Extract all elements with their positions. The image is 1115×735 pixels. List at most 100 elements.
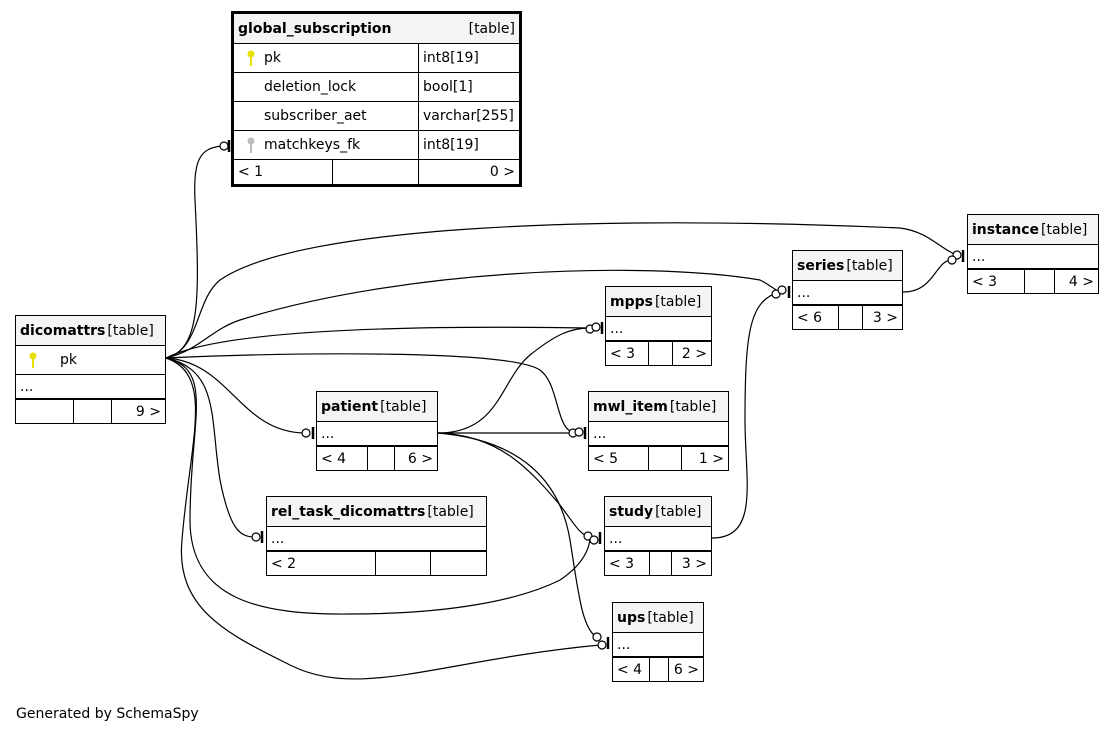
table-tag: [table] — [669, 398, 717, 415]
table-mpps[interactable]: mpps [table] ... < 3 2 > — [605, 286, 712, 366]
column-row[interactable]: subscriber_aet varchar[255] — [234, 102, 519, 131]
table-name: dicomattrs — [20, 322, 106, 339]
footer-mid — [375, 552, 430, 575]
footer-mid — [649, 552, 671, 575]
table-series[interactable]: series [table] ... < 6 3 > — [792, 250, 903, 330]
column-row[interactable]: pk int8[19] — [234, 44, 519, 73]
edge-dicomattrs-mwl_item — [165, 353, 576, 434]
table-tag: [table] — [654, 293, 702, 310]
edge-dicomattrs-rel_task — [165, 357, 256, 538]
table-footer: < 3 3 > — [605, 551, 711, 575]
column-type: int8[19] — [418, 131, 483, 159]
table-rel_task_dicomattrs[interactable]: rel_task_dicomattrs [table] ... < 2 — [266, 496, 487, 576]
table-header: dicomattrs [table] — [16, 316, 165, 346]
table-name: rel_task_dicomattrs — [271, 503, 426, 520]
footer-mid — [648, 447, 681, 470]
column-name-cell: deletion_lock — [234, 73, 418, 101]
edge-dicomattrs-mpps — [165, 326, 591, 359]
edge-series-instance — [902, 259, 953, 293]
footer-mid — [649, 658, 668, 681]
footer-mid — [648, 342, 672, 365]
table-header: global_subscription [table] — [234, 14, 519, 44]
edge-dicomattrs-global_subscription — [165, 145, 223, 359]
table-instance[interactable]: instance [table] ... < 3 4 > — [967, 214, 1099, 294]
parents-count[interactable]: < 6 — [797, 309, 823, 326]
table-global_subscription[interactable]: global_subscription [table] pk int8[19] … — [231, 11, 522, 187]
column-name: deletion_lock — [264, 79, 357, 95]
parents-count[interactable]: < 1 — [238, 164, 264, 180]
children-count[interactable]: 4 > — [1054, 270, 1098, 293]
table-header: ups [table] — [613, 603, 703, 633]
table-name: ups — [617, 609, 646, 626]
more-columns: ... — [613, 633, 703, 657]
children-count[interactable]: 3 > — [671, 552, 711, 575]
ellipsis: ... — [617, 636, 631, 653]
children-count[interactable]: 9 > — [111, 400, 165, 423]
more-columns: ... — [606, 317, 711, 341]
footer-mid — [838, 306, 862, 329]
column-row[interactable]: pk — [16, 346, 165, 375]
table-header: patient [table] — [317, 392, 437, 422]
parents-count[interactable]: < 4 — [321, 450, 347, 467]
ellipsis: ... — [20, 378, 34, 395]
table-footer: < 3 4 > — [968, 269, 1098, 293]
table-footer: < 6 3 > — [793, 305, 902, 329]
parents-count[interactable]: < 2 — [271, 555, 297, 572]
column-name: pk — [60, 352, 77, 368]
footer-mid — [332, 160, 418, 184]
parents-count[interactable]: < 3 — [609, 555, 635, 572]
table-tag: [table] — [107, 322, 154, 339]
table-header: mwl_item [table] — [589, 392, 728, 422]
table-name: study — [609, 503, 654, 520]
parents-count[interactable]: < 4 — [617, 661, 643, 678]
table-tag: [table] — [1041, 221, 1088, 238]
table-tag: [table] — [380, 398, 427, 415]
edge-dicomattrs-ups — [165, 357, 601, 680]
children-count[interactable]: 6 > — [668, 658, 703, 681]
table-dicomattrs[interactable]: dicomattrs [table] pk ... 9 > — [15, 315, 166, 424]
table-footer: < 3 2 > — [606, 341, 711, 365]
table-header: instance [table] — [968, 215, 1098, 245]
ellipsis: ... — [271, 530, 285, 547]
parents-count[interactable]: < 3 — [610, 345, 636, 362]
table-name: mwl_item — [593, 398, 668, 415]
parents-count[interactable]: < 5 — [593, 450, 619, 467]
edge-dicomattrs-series — [165, 269, 781, 359]
ellipsis: ... — [610, 320, 624, 337]
table-mwl_item[interactable]: mwl_item [table] ... < 5 1 > — [588, 391, 729, 471]
table-footer: < 4 6 > — [613, 657, 703, 681]
table-footer: < 5 1 > — [589, 446, 728, 470]
column-type: varchar[255] — [418, 102, 518, 130]
edge-study-series — [711, 291, 781, 539]
children-count[interactable]: 3 > — [862, 306, 902, 329]
parents-count[interactable]: < 3 — [972, 273, 998, 290]
children-count[interactable]: 1 > — [681, 447, 728, 470]
table-ups[interactable]: ups [table] ... < 4 6 > — [612, 602, 704, 682]
table-footer: < 2 — [267, 551, 486, 575]
table-tag: [table] — [427, 503, 474, 520]
footer-mid — [367, 447, 394, 470]
more-columns: ... — [16, 375, 165, 399]
table-study[interactable]: study [table] ... < 3 3 > — [604, 496, 712, 576]
children-count[interactable] — [430, 552, 486, 575]
footer-mid — [1024, 270, 1054, 293]
primary-key-icon — [29, 352, 37, 368]
table-header: series [table] — [793, 251, 902, 281]
column-name-cell: pk — [16, 346, 81, 374]
table-patient[interactable]: patient [table] ... < 4 6 > — [316, 391, 438, 471]
edge-patient-mpps — [437, 327, 591, 434]
children-count[interactable]: 6 > — [394, 447, 437, 470]
column-name: subscriber_aet — [264, 108, 367, 124]
column-name-cell: pk — [234, 44, 418, 72]
more-columns: ... — [317, 422, 437, 446]
parents-count[interactable] — [16, 400, 73, 423]
ellipsis: ... — [972, 248, 986, 265]
children-count[interactable]: 2 > — [672, 342, 711, 365]
foreign-key-icon — [247, 137, 255, 153]
table-tag: [table] — [655, 503, 702, 520]
children-count[interactable]: 0 > — [418, 160, 519, 184]
column-name-cell: matchkeys_fk — [234, 131, 418, 159]
column-row[interactable]: deletion_lock bool[1] — [234, 73, 519, 102]
column-row[interactable]: matchkeys_fk int8[19] — [234, 131, 519, 160]
